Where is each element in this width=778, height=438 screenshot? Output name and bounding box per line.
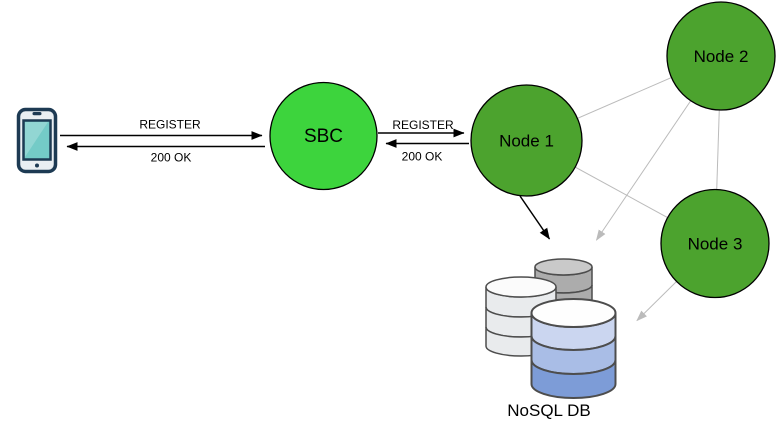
node-2: Node 2 [666,1,776,111]
node-3-label: Node 3 [688,235,743,254]
node-3: Node 3 [660,188,770,299]
phone-speaker [32,112,42,116]
smartphone-icon [16,107,58,174]
sbc-circle [269,81,378,191]
node-1: Node 1 [470,84,583,197]
db-blue-band-3 [530,359,617,399]
node-1-label: Node 1 [499,132,554,151]
node-2-circle [666,1,776,111]
register-label-client: REGISTER [139,118,201,132]
node-2-label: Node 2 [694,47,749,66]
sbc-label: SBC [304,126,343,147]
db-gray-top [534,258,593,276]
node1-db-arrow [519,195,551,240]
node-1-circle [470,84,583,197]
ok-label-client: 200 OK [151,151,192,165]
ok-label-core: 200 OK [402,150,443,164]
db-light-top [485,276,557,298]
sbc-node: SBC [269,81,378,191]
node-3-circle [660,188,770,299]
db-cylinder-blue [530,298,617,399]
phone-screen-sheen [25,122,48,157]
phone-screen [22,119,52,161]
db-blue-top [530,298,617,328]
phone-home-button [35,163,39,168]
nosql-db-icon [485,258,617,399]
register-label-core: REGISTER [392,118,454,132]
nosql-db-label: NoSQL DB [507,401,590,420]
